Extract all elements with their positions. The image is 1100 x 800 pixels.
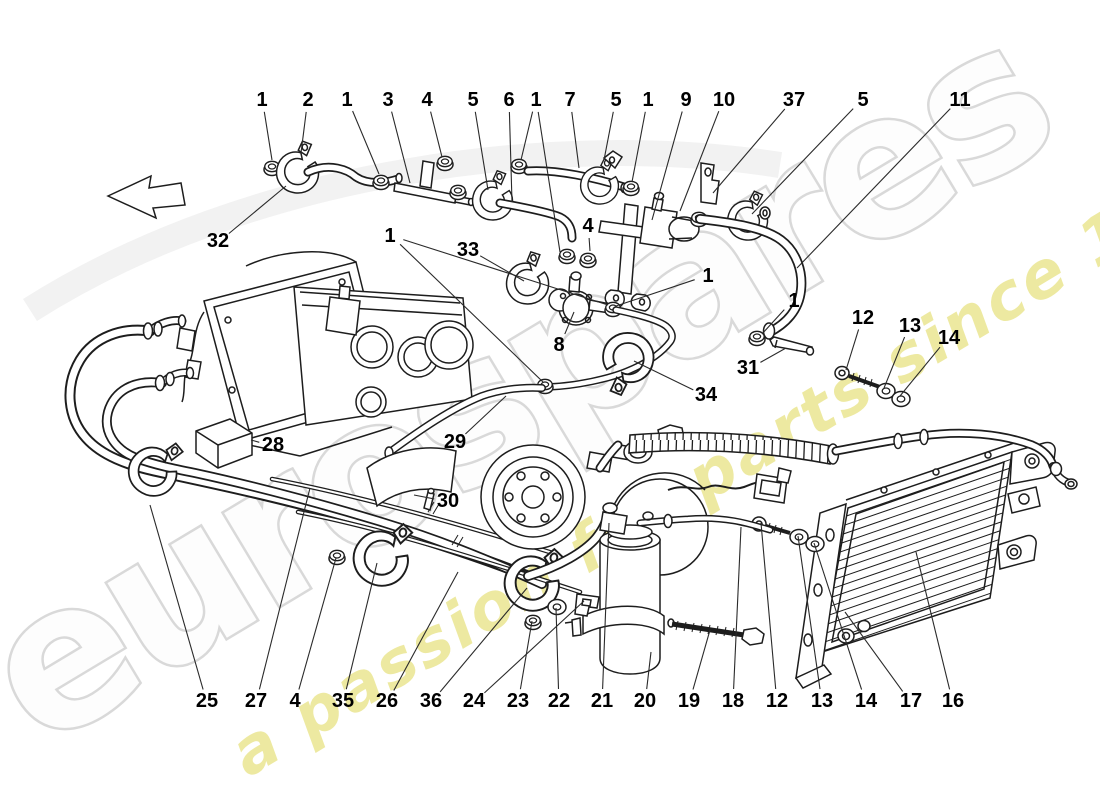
ribbed-hose-drawing — [628, 430, 1078, 490]
receiver-drier-drawing — [524, 502, 770, 675]
top-pipe-and-clamp-row — [263, 138, 815, 356]
grommet-box-and-shield — [195, 418, 457, 511]
evaporator-unit-drawing — [176, 251, 474, 457]
callout-leader-lines — [149, 108, 951, 694]
direction-arrow-icon — [106, 174, 186, 220]
watermark-swoosh — [23, 140, 783, 321]
valve-pipe-assembly — [384, 248, 672, 460]
